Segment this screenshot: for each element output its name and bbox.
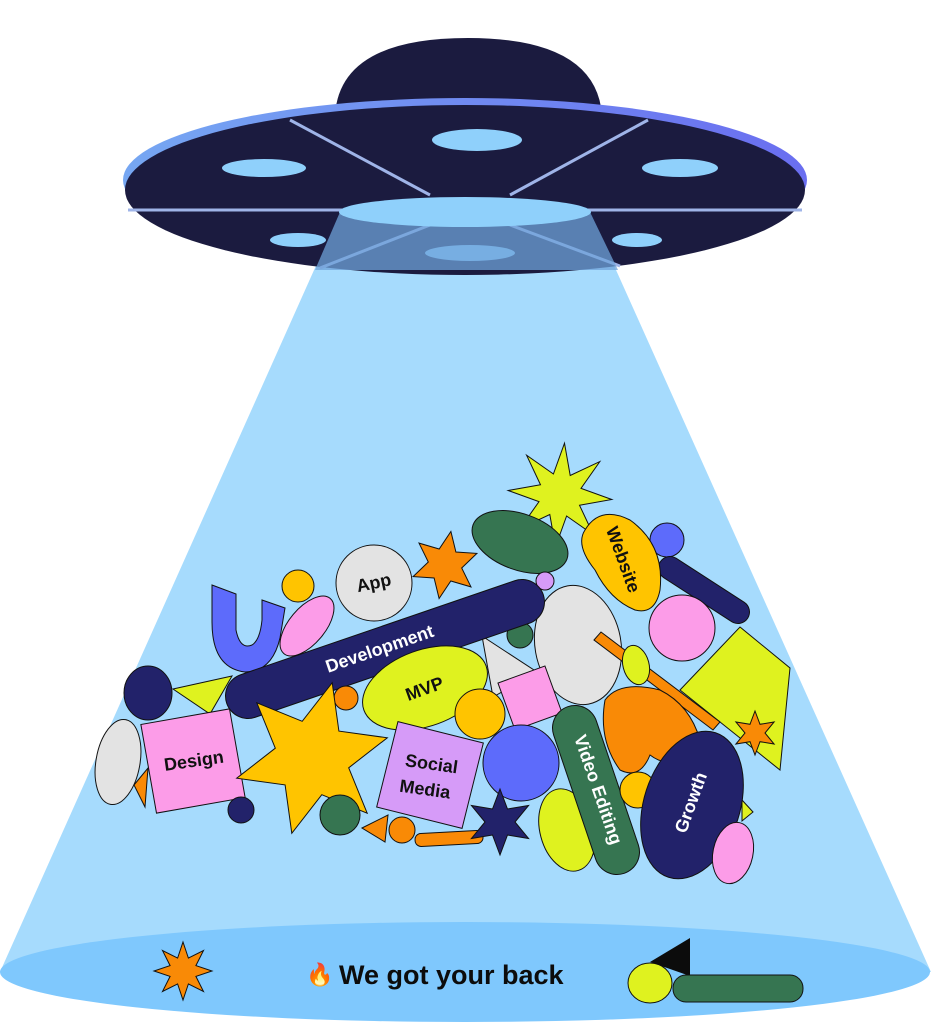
orange-star (411, 530, 479, 600)
beam-upper (315, 212, 618, 270)
orange-dot (333, 685, 359, 711)
pink-ellipse (279, 595, 335, 657)
yellow-circle (281, 569, 315, 603)
ufo (123, 38, 807, 275)
website-teardrop (581, 513, 662, 612)
ufo-dome (335, 38, 602, 115)
fire-emoji: 🔥 (306, 962, 333, 987)
black-triangle (650, 938, 690, 976)
tagline: We got your back (339, 960, 565, 990)
development-capsule (226, 580, 544, 718)
blue-u-shape (211, 584, 286, 673)
yellow-big-star (235, 681, 389, 835)
orange-triangle (360, 814, 389, 843)
ufo-windows (222, 129, 718, 261)
shape-pile: App Development MVP Website Design Socia… (94, 441, 791, 885)
navy-ellipse (123, 665, 173, 721)
navy-star (470, 787, 530, 857)
ufo-disc (125, 105, 805, 275)
green-bottom-capsule (672, 974, 804, 1003)
green-small-circle (319, 794, 361, 836)
pink-circle (648, 594, 716, 662)
orange-small-triangle (133, 766, 149, 809)
lime-bottom-ellipse (627, 962, 673, 1004)
video-editing-capsule (553, 706, 639, 874)
grey-ellipse (533, 584, 623, 706)
pink-square (497, 665, 563, 731)
navy-dot (227, 796, 255, 824)
lime-tiny-triangle (741, 798, 754, 823)
lime-small-ellipse (621, 644, 651, 686)
yellow-mid-circle (454, 688, 506, 740)
lime-triangle (171, 675, 234, 715)
pink-small-ellipse (711, 821, 755, 885)
green-ellipse (471, 510, 569, 574)
orange-bottom-star (152, 940, 214, 1002)
beam-emitter (339, 197, 591, 227)
blue-big-circle (482, 724, 560, 802)
design-square (140, 708, 246, 814)
app-circle (335, 544, 413, 622)
orange-circle (388, 816, 416, 844)
orange-small-star (734, 709, 776, 757)
tractor-beam (0, 212, 931, 972)
social-media-square (376, 721, 484, 829)
lavender-dot (535, 571, 555, 591)
grey-side-ellipse (94, 718, 142, 806)
